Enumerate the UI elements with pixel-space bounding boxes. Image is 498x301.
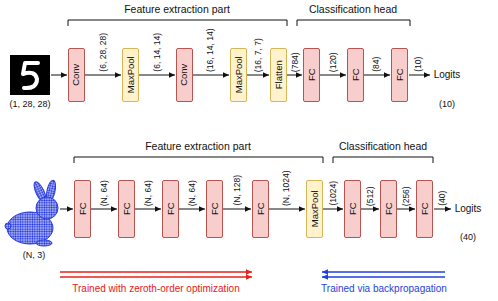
section-header: Classification head: [309, 4, 397, 15]
layer-box: FC: [380, 180, 397, 238]
tensor-shape: (N, 128): [233, 175, 242, 206]
tensor-shape: (N, 1024): [283, 171, 292, 206]
training-arrow: [60, 271, 252, 272]
tensor-shape: (84): [373, 57, 382, 72]
layer-box: FC: [252, 180, 269, 238]
flow-arrow: [91, 209, 117, 210]
layer-name: FC: [78, 203, 88, 216]
layer-box: FC: [391, 48, 408, 102]
section-header: Feature extraction part: [145, 141, 251, 152]
layer-box: FC: [303, 48, 320, 102]
layer-box: FC: [347, 48, 364, 102]
output-arrow: [434, 209, 451, 210]
layer-name: FC: [166, 203, 176, 216]
flow-arrow: [135, 209, 161, 210]
layer-box: FC: [162, 180, 179, 238]
layer-name: FC: [122, 203, 132, 216]
layer-box: Conv: [68, 48, 85, 102]
layer-name: FC: [307, 69, 317, 82]
layer-name: MaxPool: [126, 57, 136, 94]
output-arrow: [409, 75, 430, 76]
flow-arrow: [364, 75, 390, 76]
output-label: Logits: [455, 204, 482, 214]
input-arrow: [51, 75, 67, 76]
layer-box: FC: [416, 180, 433, 238]
bracket: [68, 20, 287, 26]
input-arrow: [60, 209, 73, 210]
input-shape: (N, 3): [23, 251, 46, 260]
tensor-shape: (6, 28, 28): [99, 33, 108, 72]
flow-arrow: [287, 75, 302, 76]
flow-arrow: [361, 209, 379, 210]
bunny-point-cloud: [5, 179, 58, 246]
layer-name: FC: [210, 203, 220, 216]
layer-box: FC: [74, 180, 91, 238]
tensor-shape: (10): [415, 57, 424, 72]
pool-layer-box: MaxPool: [230, 48, 247, 102]
layer-name: Conv: [180, 64, 190, 86]
pool-layer-box: MaxPool: [306, 180, 323, 238]
layer-name: Flatten: [274, 60, 284, 89]
tensor-shape: (16, 14, 14): [207, 29, 216, 72]
flow-arrow: [323, 209, 343, 210]
layer-box: Conv: [176, 48, 193, 102]
layer-name: FC: [348, 203, 358, 216]
flow-arrow: [269, 209, 305, 210]
training-note: Trained with zeroth-order optimization: [72, 284, 239, 294]
output-shape: (10): [439, 100, 455, 109]
tensor-shape: (6, 14, 14): [153, 33, 162, 72]
layer-box: FC: [118, 180, 135, 238]
tensor-shape: (256): [402, 186, 411, 206]
output-shape: (40): [460, 233, 476, 242]
flow-arrow: [179, 209, 205, 210]
layer-name: Conv: [72, 64, 82, 86]
bracket: [333, 157, 433, 163]
flow-arrow: [247, 75, 269, 76]
layer-name: FC: [395, 69, 405, 82]
tensor-shape: (16, 7, 7): [254, 38, 263, 72]
flow-arrow: [139, 75, 175, 76]
layer-box: FC: [206, 180, 223, 238]
tensor-shape: (1024): [329, 181, 338, 206]
digit-stroke: [23, 63, 38, 88]
flow-arrow: [223, 209, 251, 210]
tensor-shape: (120): [329, 52, 338, 72]
section-header: Feature extraction part: [124, 4, 230, 15]
bracket: [297, 20, 410, 26]
tensor-shape: (40): [439, 191, 448, 206]
flow-arrow: [193, 75, 229, 76]
flow-arrow: [320, 75, 346, 76]
input-shape: (1, 28, 28): [9, 100, 50, 109]
section-header: Classification head: [339, 141, 427, 152]
tensor-shape: (512): [366, 186, 375, 206]
flow-arrow: [397, 209, 415, 210]
training-arrow: [60, 276, 252, 277]
tensor-shape: (784): [290, 52, 299, 72]
layer-name: FC: [256, 203, 266, 216]
training-arrow: [322, 271, 445, 272]
bracket: [74, 157, 323, 163]
tensor-shape: (N, 64): [188, 180, 197, 206]
layer-name: FC: [384, 203, 394, 216]
layer-box: FC: [344, 180, 361, 238]
pool-layer-box: MaxPool: [122, 48, 139, 102]
layer-name: MaxPool: [310, 191, 320, 228]
flow-arrow: [85, 75, 121, 76]
layer-name: FC: [351, 69, 361, 82]
layer-name: MaxPool: [234, 57, 244, 94]
digit-image: [10, 55, 50, 95]
tensor-shape: (N, 64): [100, 180, 109, 206]
training-note: Trained via backpropagation: [321, 284, 447, 294]
output-label: Logits: [434, 70, 461, 80]
layer-name: FC: [420, 203, 430, 216]
tensor-shape: (N, 64): [144, 180, 153, 206]
pool-layer-box: Flatten: [270, 48, 287, 102]
training-arrow: [322, 276, 445, 277]
